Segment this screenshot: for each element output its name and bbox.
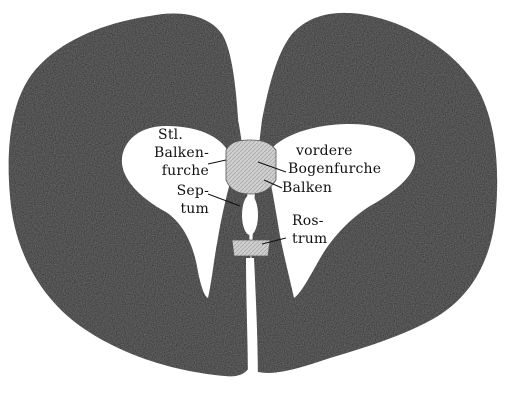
- label-sep: Sep-: [177, 184, 209, 199]
- rostrum: [232, 240, 270, 256]
- corpus-callosum: [226, 140, 276, 194]
- label-balken: Balken: [282, 181, 332, 196]
- label-furche: furche: [162, 164, 209, 179]
- label-balken-hyphen: Balken-: [154, 146, 209, 161]
- label-ros: Ros-: [292, 214, 324, 229]
- label-tum: tum: [180, 202, 209, 217]
- label-vordere: vordere: [296, 144, 353, 159]
- label-bogenfurche: Bogenfurche: [288, 162, 381, 177]
- label-trum: trum: [292, 232, 327, 247]
- label-stl: Stl.: [158, 128, 183, 143]
- septal-cavity: [242, 195, 258, 235]
